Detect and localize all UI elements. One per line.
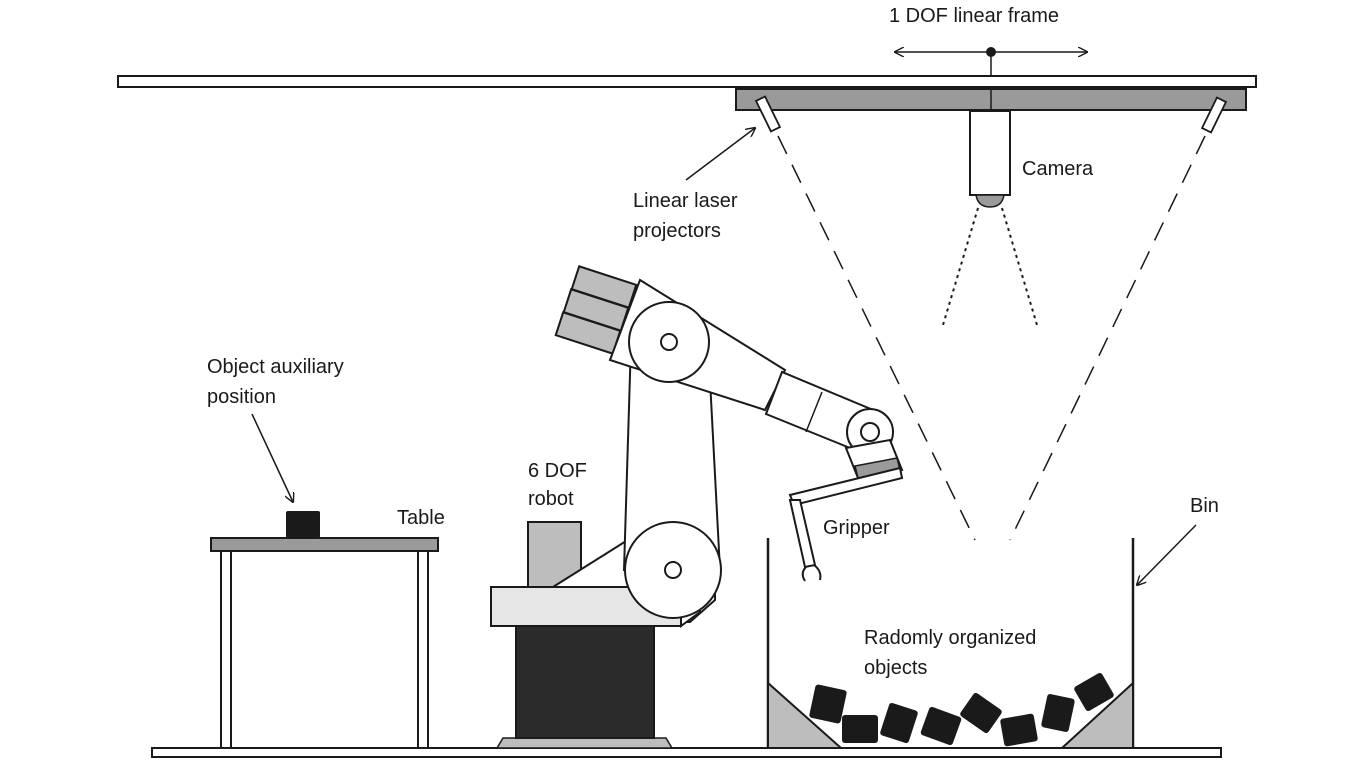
bin-object [920,706,962,746]
bin-object [1074,672,1114,712]
camera-label: Camera [1022,158,1094,180]
table-top [210,537,439,552]
bin-object [809,684,847,724]
robot-shoulder-pin [664,561,682,579]
laser-beam-left [777,135,976,541]
laser-projector-left [754,95,782,133]
bin-corner-wedge-left [767,680,844,749]
laser-projector-right [1200,96,1228,134]
objects-label-line2: objects [864,657,928,679]
random-objects [809,672,1114,747]
laser-label-arrow [685,128,755,181]
gripper-label: Gripper [823,517,890,539]
bin-object [1000,713,1038,747]
gripper-jaws [801,564,822,582]
bin-corner-wedge-right [1059,680,1134,749]
laser-beam-right [1009,135,1206,541]
robot-wrist-pin [860,422,880,442]
bin-object [960,692,1002,734]
table-leg-left [220,550,232,749]
robot [490,265,904,749]
aux-position-label-line1: Object auxiliary [207,356,344,378]
camera-view-line [942,207,979,326]
robot-elbow-pin [660,333,678,351]
objects-label-line1: Radomly organized [864,627,1037,649]
aux-label-arrow [251,413,293,502]
overhead-rail [117,75,1257,88]
robot-pedestal [515,625,655,739]
bin-object [1041,694,1075,732]
aux-position-label-line2: position [207,386,276,408]
camera-view-line [1001,207,1038,326]
ground-line [151,747,1222,758]
frame-label: 1 DOF linear frame [889,5,1060,27]
robot-label-line1: 6 DOF [528,460,587,482]
robot-label-line2: robot [528,488,574,510]
table-leg-right [417,550,429,749]
laser-label-line2: projectors [633,220,721,242]
camera-body [969,110,1011,196]
laser-label-line1: Linear laser [633,190,738,212]
robot-base-plinth [495,737,674,749]
bin-object [842,715,878,743]
bin-object [880,702,918,744]
camera-lens [975,194,1005,208]
gripper-finger-shaft [788,499,817,569]
bin-label-arrow [1137,524,1197,585]
gripper-arm [788,466,904,507]
auxiliary-object [286,511,320,538]
bin-label: Bin [1190,495,1219,517]
table-label: Table [397,507,445,529]
forearm-segment-line [805,391,823,433]
